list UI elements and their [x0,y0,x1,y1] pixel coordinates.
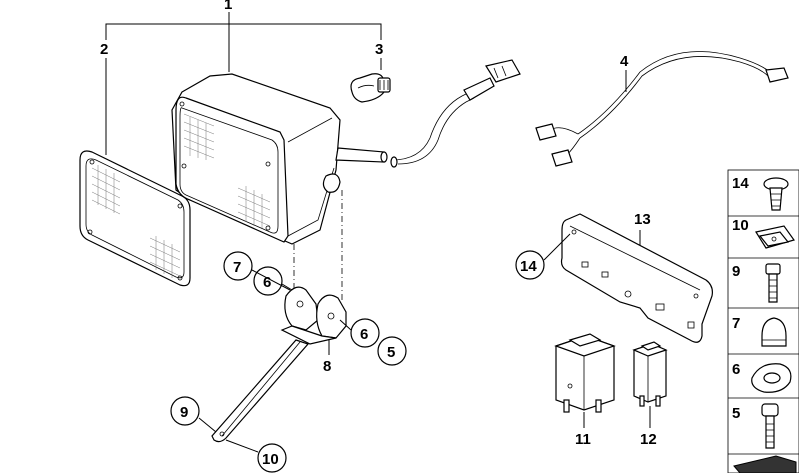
callout-6b-circle [350,318,380,348]
callout-8: 8 [323,358,331,375]
callout-9-leader [198,417,217,433]
callout-9-circle [170,396,200,426]
bulb [350,73,391,103]
partial-item-icon [733,455,797,473]
callout-5-circle [377,336,407,366]
callout-3: 3 [375,41,383,58]
lens-glass [79,150,191,287]
callout-6a-leader [281,283,293,291]
parts-legend: 14 10 9 7 6 [727,169,799,473]
legend-label-7: 7 [732,315,740,332]
mounting-bracket [211,286,347,443]
callout-6b: 6 [360,326,368,343]
callout-14-leader [543,233,571,261]
callout-9: 9 [180,404,188,421]
callout-1: 1 [224,0,232,13]
mounting-plate [560,213,713,343]
lamp-cable [335,59,521,168]
socket-screw-icon [761,403,779,449]
callout-7-circle [223,251,253,281]
callout-6a: 6 [263,274,271,291]
cap-nut-icon [761,317,787,347]
wiring-harness [535,51,789,167]
relay-large [554,333,616,413]
legend-label-5: 5 [732,405,740,422]
callout-10: 10 [262,451,279,468]
callout-7: 7 [233,259,241,276]
callout-5: 5 [387,344,395,361]
callout-4: 4 [620,53,629,70]
legend-label-6: 6 [732,361,740,378]
clip-nut-icon [755,225,795,249]
callout-14: 14 [520,258,537,275]
lamp-housing [171,73,341,245]
callout-14-circle [515,250,545,280]
screw-icon [763,177,789,211]
callout-11: 11 [575,431,591,448]
legend-label-10: 10 [732,217,749,234]
callout-2: 2 [100,41,108,58]
callout-6a-circle [253,266,283,296]
callout-6b-leader [339,319,352,331]
callout-12: 12 [640,431,657,448]
legend-label-14: 14 [732,175,749,192]
legend-label-9: 9 [732,263,740,280]
callout-7-leader [251,269,291,291]
relay-small [632,341,668,407]
callout-1-leader [105,12,382,72]
callout-10-leader [225,439,259,453]
bolt-icon [765,263,781,303]
callout-13: 13 [634,211,651,228]
callout-10-circle [257,443,287,473]
washer-icon [751,363,792,393]
